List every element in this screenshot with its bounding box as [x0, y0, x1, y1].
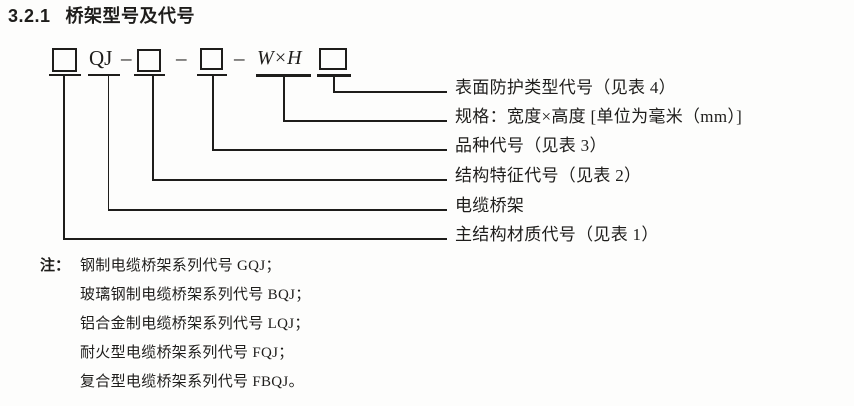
leader-v-material [63, 76, 65, 240]
surface-protection-underline [317, 74, 351, 77]
structure-feature-code-box [137, 49, 161, 72]
leader-v-surface-protection [333, 76, 335, 93]
leader-v-cable-tray [107, 76, 109, 211]
note-item-lqj: 铝合金制电缆桥架系列代号 LQJ； [80, 316, 310, 332]
leader-h-variety [212, 149, 447, 151]
leader-v-spec [283, 76, 285, 122]
annotation-variety: 品种代号（见表 3） [455, 136, 607, 155]
material-code-underline [49, 73, 81, 76]
separator-dash-3: – [234, 46, 245, 70]
annotation-material: 主结构材质代号（见表 1） [455, 225, 659, 244]
leader-h-spec [283, 120, 447, 122]
leader-h-structure-feature [152, 179, 447, 181]
notes-label: 注： [40, 258, 71, 274]
separator-dash-2: – [176, 46, 187, 70]
leader-h-surface-protection [333, 91, 447, 93]
annotation-structure-feature: 结构特征代号（见表 2） [455, 166, 642, 185]
material-code-box [52, 48, 77, 72]
note-item-fbqj: 复合型电缆桥架系列代号 FBQJ。 [80, 374, 304, 390]
section-number: 3.2.1 [8, 6, 51, 26]
separator-dash-1: – [121, 46, 132, 70]
variety-code-underline [197, 73, 227, 76]
annotation-spec: 规格：宽度×高度 [单位为毫米（mm）] [455, 107, 743, 126]
series-code-underline [88, 73, 120, 76]
section-heading: 3.2.1 桥架型号及代号 [8, 6, 195, 27]
cable-tray-series-code: QJ [89, 46, 113, 70]
annotation-surface-protection: 表面防护类型代号（见表 4） [455, 78, 676, 97]
section-title: 桥架型号及代号 [65, 6, 196, 26]
note-item-bqj: 玻璃钢制电缆桥架系列代号 BQJ； [80, 287, 311, 303]
leader-h-cable-tray [107, 209, 447, 211]
leader-v-structure-feature [152, 76, 154, 181]
spec-code: W×H [257, 47, 302, 69]
note-item-fqj: 耐火型电缆桥架系列代号 FQJ； [80, 345, 294, 361]
leader-v-variety [212, 76, 214, 151]
leader-h-material [63, 238, 447, 240]
note-item-gqj: 钢制电缆桥架系列代号 GQJ； [80, 258, 281, 274]
annotation-cable-tray: 电缆桥架 [455, 196, 525, 215]
variety-code-box [200, 48, 223, 70]
surface-protection-code-box [319, 48, 347, 70]
spec-code-underline [256, 74, 311, 77]
structure-feature-underline [134, 73, 165, 76]
